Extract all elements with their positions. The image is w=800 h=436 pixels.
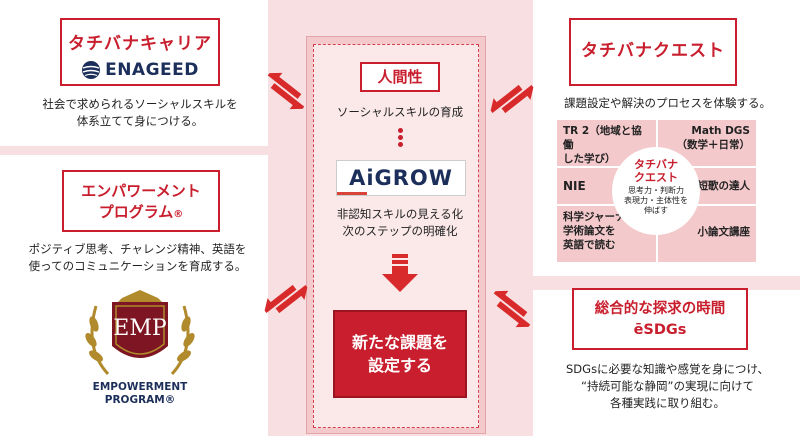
quest-cell-math-line1: Math DGS <box>691 125 750 137</box>
esdgs-desc-line2: “持続可能な静岡”の実現に向けて <box>581 379 754 393</box>
arrow-right-bottom <box>493 290 531 328</box>
empowerment-title-line2: プログラム <box>98 203 174 221</box>
esdgs-desc-line3: 各種実践に取り組む。 <box>610 396 725 410</box>
emp-logo-text: EMPOWERMENT PROGRAM® <box>60 381 220 407</box>
empowerment-title-line2-wrap: プログラム® <box>64 202 218 225</box>
empowerment-title-box: エンパワーメント プログラム® <box>62 170 220 232</box>
quest-cell-tr2-line1: TR 2（地域と協働 <box>563 125 642 151</box>
ningensei-title: 人間性 <box>377 68 423 86</box>
enageed-globe-icon <box>82 61 101 79</box>
emp-emblem-text: EMP <box>113 316 167 341</box>
tachibana-career-desc-line2: 体系立てて身につける。 <box>76 114 204 128</box>
empowerment-title-line1: エンパワーメント <box>81 182 201 200</box>
aigrow-desc-line1: 非認知スキルの見える化 <box>336 207 464 221</box>
esdgs-desc-line1: SDGsに必要な知識や感覚を身につけ、 <box>566 362 769 376</box>
tachibana-quest-desc: 課題設定や解決のプロセスを体験する。 <box>564 96 771 110</box>
enageed-logo-text: ENAGEED <box>105 60 199 80</box>
quest-circle-sub-line2: 表現力・主体性を <box>624 196 688 205</box>
quest-circle-title-line1: タチバナ <box>634 158 678 171</box>
emp-emblem: EMP <box>78 288 202 380</box>
empowerment-desc-line2: 使ってのコミュニケーションを育成する。 <box>28 259 247 273</box>
tachibana-career-desc: 社会で求められるソーシャルスキルを 体系立てて身につける。 <box>20 96 260 130</box>
tachibana-career-title-box: タチバナキャリア ENAGEED <box>60 18 220 86</box>
quest-cell-tr2: TR 2（地域と協働 した学び） <box>557 120 656 166</box>
arrow-left-top <box>267 72 305 110</box>
quest-cell-science-line3: 英語で読む <box>563 239 616 251</box>
quest-circle-sub-line3: 伸ばす <box>644 206 668 215</box>
quest-cell-math-line2: （数学＋日常） <box>676 139 751 151</box>
quest-cell-essay-label: 小論文講座 <box>697 226 751 238</box>
aigrow-desc-line2: 次のステップの明確化 <box>342 224 458 238</box>
esdgs-title-box: 総合的な探求の時間 ēSDGs <box>572 288 748 350</box>
quest-cell-tanka-label: 短歌の達人 <box>697 180 751 192</box>
center-down-arrow <box>382 254 418 292</box>
empowerment-desc-line1: ポジティブ思考、チャレンジ精神、英語を <box>28 242 247 256</box>
aigrow-accent-bar <box>337 192 367 195</box>
tachibana-career-desc-line1: 社会で求められるソーシャルスキルを <box>42 97 238 111</box>
emp-laurel-icon <box>85 290 195 376</box>
quest-cell-nie-label: NIE <box>563 179 586 193</box>
emp-logo-line2: PROGRAM® <box>104 394 176 406</box>
quest-cell-tr2-line2: した学び） <box>563 153 616 165</box>
quest-circle-title-line2: クエスト <box>634 171 678 184</box>
center-dots <box>397 126 403 149</box>
aigrow-logo-box: AiGROW <box>336 160 466 196</box>
new-task-line1: 新たな課題を <box>351 333 448 352</box>
enageed-logo: ENAGEED <box>62 60 218 80</box>
social-skill-desc: ソーシャルスキルの育成 <box>336 105 464 119</box>
quest-center-circle: タチバナ クエスト 思考力・判断力 表現力・主体性を 伸ばす <box>612 147 700 235</box>
aigrow-logo-text: AiGROW <box>349 166 453 190</box>
tachibana-quest-title: タチバナクエスト <box>581 41 725 61</box>
esdgs-title-line1: 総合的な探求の時間 <box>594 301 726 317</box>
registered-mark: ® <box>173 209 184 220</box>
esdgs-title-line2: ēSDGs <box>633 322 687 338</box>
arrow-left-bottom <box>264 284 308 314</box>
ningensei-title-box: 人間性 <box>360 62 440 92</box>
tachibana-career-title: タチバナキャリア <box>68 34 212 54</box>
aigrow-desc: 非認知スキルの見える化 次のステップの明確化 <box>320 206 480 240</box>
new-task-box: 新たな課題を 設定する <box>333 310 467 398</box>
empowerment-desc: ポジティブ思考、チャレンジ精神、英語を 使ってのコミュニケーションを育成する。 <box>10 241 265 275</box>
quest-circle-sub-line1: 思考力・判断力 <box>628 186 684 195</box>
arrow-right-top <box>490 84 534 114</box>
esdgs-desc: SDGsに必要な知識や感覚を身につけ、 “持続可能な静岡”の実現に向けて 各種実… <box>540 361 795 412</box>
quest-cell-science-line2: 学術論文を <box>563 225 616 237</box>
tachibana-quest-title-box: タチバナクエスト <box>569 18 737 86</box>
new-task-line2: 設定する <box>367 356 432 375</box>
emp-logo-line1: EMPOWERMENT <box>92 381 188 393</box>
